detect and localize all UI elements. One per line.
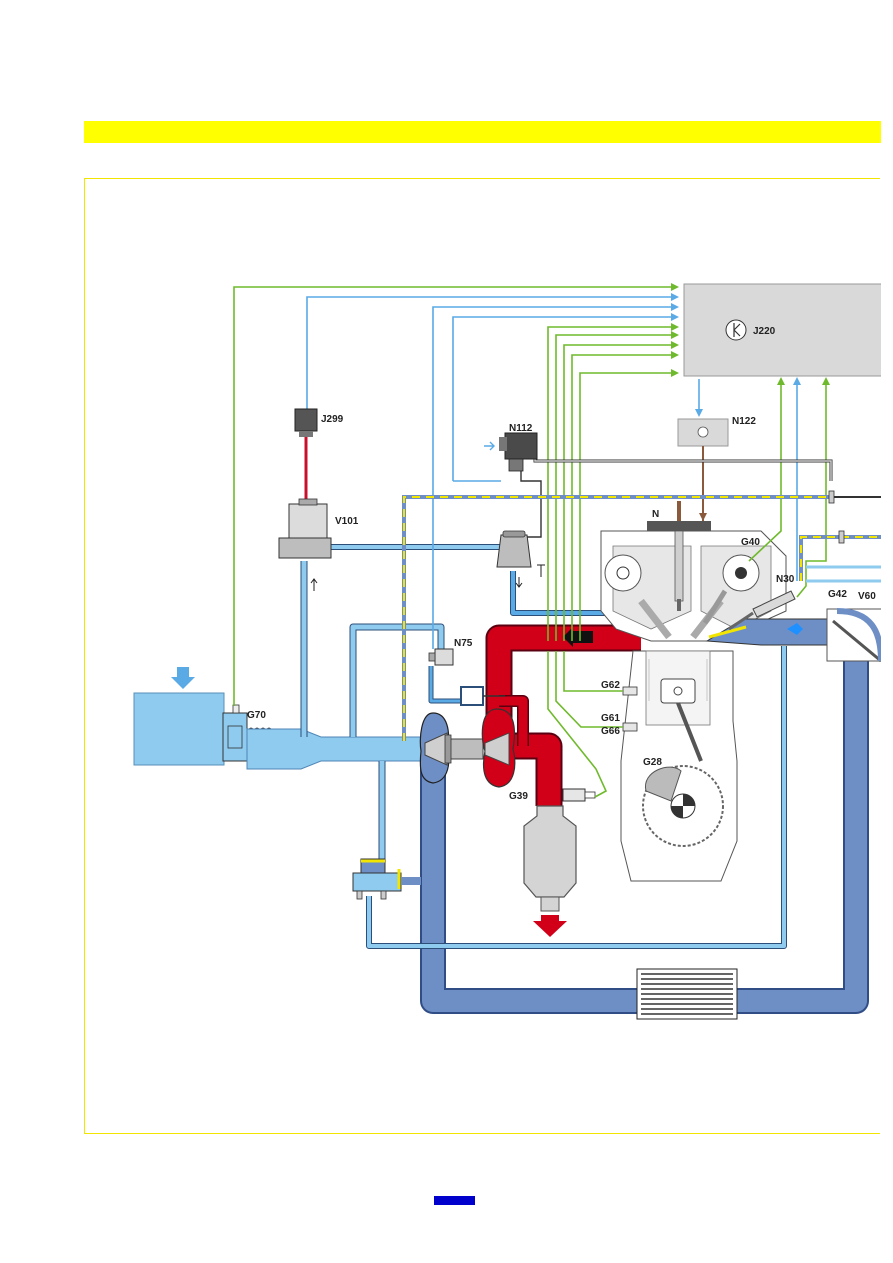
lambda-sensor-g39 bbox=[562, 788, 596, 802]
label-cam-sensor: G40 bbox=[741, 537, 760, 548]
label-vacuum-valve: N122 bbox=[732, 416, 756, 427]
air-inlet-arrow-icon bbox=[171, 667, 195, 689]
header-bar bbox=[84, 121, 881, 143]
label-relay: J299 bbox=[321, 414, 344, 425]
recirculation-valve bbox=[352, 858, 421, 900]
diagram-frame: J220 J299 V101 N112 N75 N122 N G40 N30 G… bbox=[84, 178, 881, 1134]
signal-wires-green bbox=[233, 286, 827, 798]
label-injector: N30 bbox=[776, 574, 795, 585]
turbocharger bbox=[419, 712, 484, 784]
intake-duct bbox=[246, 728, 430, 770]
label-throttle: V60 bbox=[858, 591, 876, 602]
label-ecu: J220 bbox=[753, 326, 776, 337]
label-temp-sensor: G42 bbox=[828, 589, 847, 600]
turbine-housing bbox=[481, 708, 516, 788]
ignition-n bbox=[677, 501, 681, 521]
bypass-valve-n112 bbox=[499, 432, 538, 472]
signal-arrowheads bbox=[484, 283, 830, 451]
intercooler bbox=[636, 968, 738, 1020]
label-lambda-sensor: G39 bbox=[509, 791, 528, 802]
label-speed-sensor: G28 bbox=[643, 757, 662, 768]
intake-air-box bbox=[133, 667, 225, 766]
intake-lines bbox=[300, 544, 787, 949]
label-bypass-valve: N112 bbox=[509, 423, 533, 434]
exhaust-flow-arrow-icon bbox=[563, 627, 593, 647]
air-flow-arrow-icon bbox=[787, 623, 803, 635]
label-air-valve: V101 bbox=[335, 516, 359, 527]
engine-block bbox=[600, 521, 787, 882]
relay-j299 bbox=[294, 408, 318, 503]
wastegate-actuator bbox=[460, 686, 505, 706]
label-ignition: N bbox=[652, 509, 659, 520]
label-knock-61: G61 bbox=[601, 713, 620, 724]
ecu-j220 bbox=[683, 283, 881, 377]
turbo-engine-diagram: J220 J299 V101 N112 N75 N122 N G40 N30 G… bbox=[133, 283, 881, 1020]
diverter-valve bbox=[496, 530, 545, 588]
vacuum-valve-n122 bbox=[677, 418, 729, 447]
signal-wires-blue bbox=[306, 296, 798, 649]
label-knock-62: G62 bbox=[601, 680, 620, 691]
exhaust-out-arrow-icon bbox=[533, 915, 567, 937]
air-valve-v101 bbox=[278, 498, 332, 591]
label-maf-sensor: G70 bbox=[247, 710, 266, 721]
injector-n30 bbox=[728, 590, 796, 631]
label-boost-valve: N75 bbox=[454, 638, 473, 649]
catalytic-converter bbox=[523, 805, 577, 937]
boost-valve-n75 bbox=[428, 648, 454, 666]
label-knock-66: G66 bbox=[601, 726, 620, 737]
dashed-feed-lines bbox=[402, 490, 881, 741]
intake-manifold bbox=[705, 608, 881, 663]
page-tab[interactable] bbox=[434, 1196, 475, 1205]
